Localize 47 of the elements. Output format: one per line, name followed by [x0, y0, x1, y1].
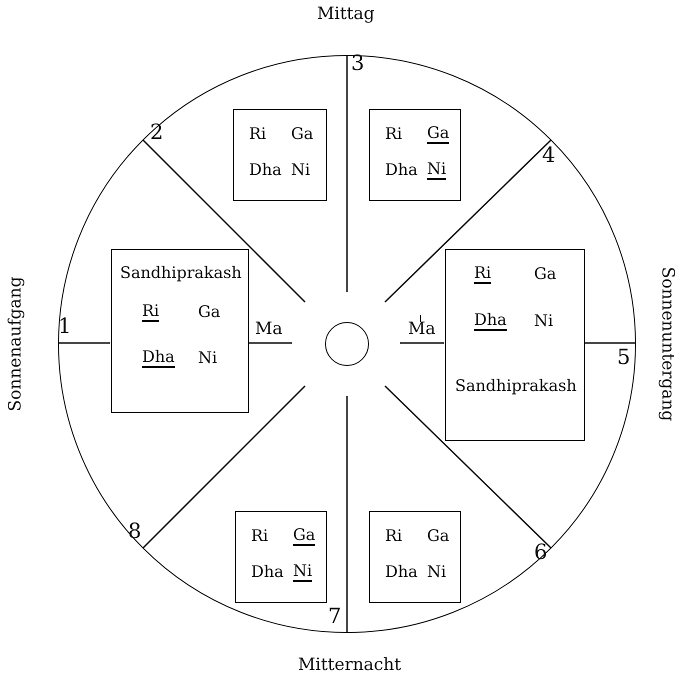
box-heading: Sandhiprakash: [120, 263, 242, 283]
note-text: Ni: [427, 160, 446, 180]
note-text: Dha: [385, 562, 418, 582]
box-heading: Sandhiprakash: [455, 376, 577, 396]
note-text: Dha: [385, 160, 418, 180]
note-text: Dha: [142, 348, 175, 368]
sector-number: 7: [328, 606, 342, 626]
sector-number: 4: [542, 145, 556, 165]
sector-number: 1: [58, 316, 72, 336]
note-text: Ri: [385, 124, 402, 144]
note-text: Ga: [198, 302, 220, 322]
note-text: Ri: [142, 302, 160, 322]
note-text: Ni: [293, 562, 312, 582]
note-text: Dha: [474, 311, 507, 331]
time-label: Sonnenaufgang: [6, 276, 26, 412]
note-text: Ri: [249, 124, 266, 144]
sector-number: 2: [150, 122, 164, 142]
sector-number: 3: [351, 53, 364, 73]
note-text: Dha: [251, 562, 284, 582]
note-text: Ga: [534, 264, 556, 284]
note-label: Ma: [255, 319, 283, 339]
note-text: Ga: [293, 526, 316, 546]
note-text: Ni: [198, 348, 218, 368]
note-box: [233, 109, 327, 201]
note-box: [445, 249, 585, 441]
sector-number: 8: [128, 521, 142, 541]
note-text: Ga: [291, 124, 314, 144]
note-text: Ga: [427, 124, 450, 144]
note-box: [111, 249, 249, 413]
time-label: Mitternacht: [298, 655, 402, 675]
note-text: Ni: [534, 311, 554, 331]
time-label: Sonnenuntergang: [657, 266, 678, 422]
note-text: Ga: [427, 526, 450, 546]
note-text: Ri: [251, 526, 268, 546]
sector-number: 5: [617, 347, 630, 367]
time-label: Mittag: [317, 4, 375, 24]
note-box: [235, 511, 327, 603]
note-text: Ri: [474, 264, 492, 284]
center-circle: [325, 322, 369, 366]
note-box: [369, 511, 461, 603]
note-text: Dha: [249, 160, 282, 180]
note-text: Ri: [385, 526, 402, 546]
note-text: Ni: [427, 562, 446, 582]
note-text: Ni: [291, 160, 310, 180]
sector-number: 6: [534, 542, 548, 562]
outer-circle: [58, 55, 636, 633]
note-box: [369, 109, 461, 201]
